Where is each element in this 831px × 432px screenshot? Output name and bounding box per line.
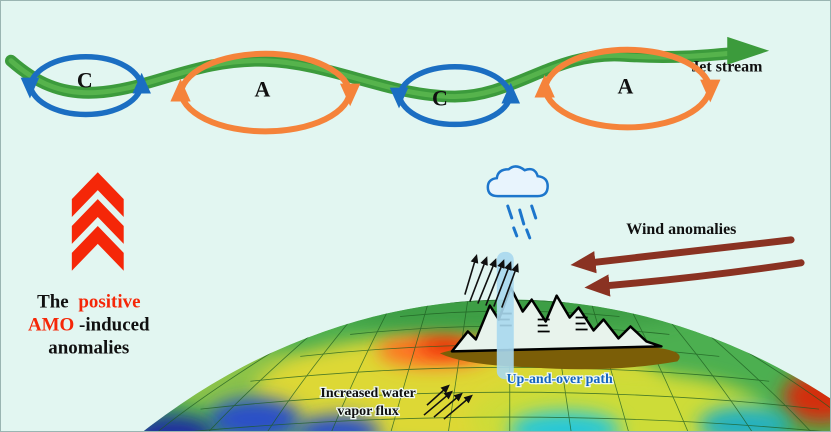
- jet-stream-label: Jet stream: [691, 59, 762, 76]
- cyclone-arc: [27, 72, 151, 118]
- sst-patch: [130, 415, 215, 431]
- wind-anomaly-arrows: [570, 236, 805, 297]
- amo-caption-line1-highlight: positive: [78, 292, 140, 313]
- up-and-over-ribbon: [496, 251, 514, 380]
- jet-stream-ribbon-highlight: [8, 50, 737, 100]
- anticyclone-arc: [541, 46, 721, 103]
- amo-caption-line2-highlight: AMO: [28, 314, 74, 335]
- sst-patch: [508, 411, 621, 431]
- wind-arrow: [584, 259, 805, 297]
- cyclone-cell-1: [20, 54, 151, 118]
- up-and-over-label: Up-and-over path: [506, 372, 613, 387]
- amo-caption: The positive AMO -induced anomalies: [28, 292, 150, 359]
- chevron: [71, 199, 124, 244]
- wind-arrow: [570, 236, 795, 274]
- sst-patch: [296, 415, 381, 431]
- anticyclone-arc: [534, 74, 714, 131]
- anticyclone-arc: [177, 50, 361, 107]
- wind-anomalies-label: Wind anomalies: [626, 221, 736, 238]
- cloud-shape: [486, 165, 549, 198]
- rain-cloud: [486, 165, 549, 240]
- cyclone-label-1: C: [77, 68, 93, 93]
- anticyclone-label-1: A: [254, 77, 270, 102]
- anticyclone-label-2: A: [618, 74, 634, 99]
- jet-stream: Jet stream: [4, 36, 770, 103]
- cyclone-cell-2: [389, 64, 521, 128]
- cyclone-label-2: C: [432, 86, 448, 111]
- amo-caption-line1-prefix: The: [37, 292, 69, 313]
- svg-text:The positive: The positive: [37, 292, 140, 313]
- vapor-flux-label-line2: vapor flux: [337, 404, 398, 419]
- chevron: [71, 172, 124, 217]
- sst-patch: [209, 398, 302, 431]
- chevron: [71, 225, 124, 271]
- raindrops: [506, 204, 538, 240]
- anticyclone-cell-2: [534, 46, 721, 131]
- vapor-arrows-lower: [423, 384, 473, 420]
- cyclone-arc: [396, 82, 521, 128]
- anticyclone-cell-1: [170, 50, 361, 135]
- vapor-flux-label-line1: Increased water: [320, 386, 415, 401]
- anticyclone-arc: [170, 78, 354, 135]
- amo-caption-line3: anomalies: [48, 337, 129, 358]
- amo-upward-arrow: [71, 172, 124, 271]
- svg-text:AMO -induced: AMO -induced: [28, 314, 150, 335]
- vapor-arrows-upper: [464, 253, 519, 308]
- amo-caption-line2-suffix: -induced: [79, 314, 150, 335]
- jet-stream-arrowhead: [727, 36, 770, 65]
- sst-patch: [783, 371, 830, 424]
